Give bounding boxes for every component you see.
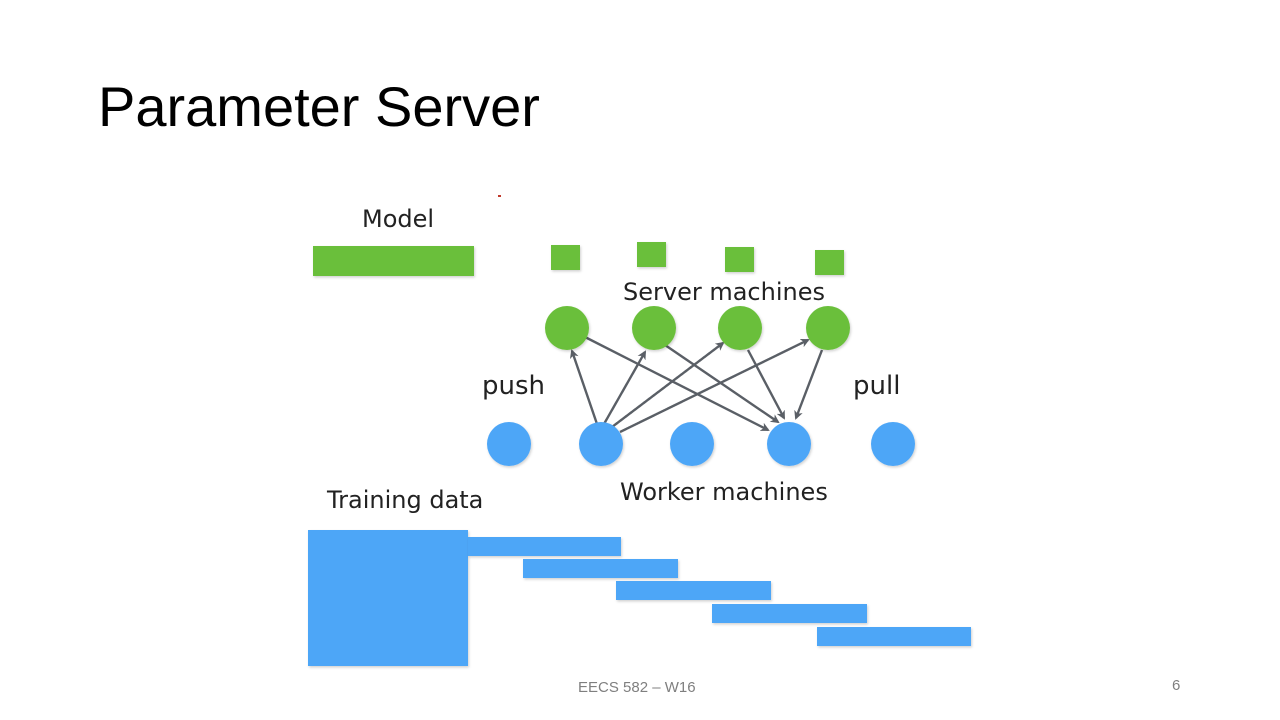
model-label: Model xyxy=(362,205,434,233)
server-node xyxy=(632,306,676,350)
training-data-shard xyxy=(817,627,971,646)
training-data-block xyxy=(308,530,468,666)
worker-node xyxy=(487,422,531,466)
worker-node xyxy=(871,422,915,466)
push-arrow xyxy=(611,341,725,428)
push-label: push xyxy=(482,371,545,401)
push-arrow xyxy=(570,349,599,425)
stray-mark xyxy=(498,195,501,197)
training-data-shard xyxy=(468,537,621,556)
worker-machines-label: Worker machines xyxy=(620,478,828,506)
training-data-shard xyxy=(712,604,867,623)
server-machines-label: Server machines xyxy=(623,278,825,306)
push-arrow xyxy=(602,350,647,425)
pull-arrow xyxy=(794,349,824,420)
pull-arrows xyxy=(582,334,824,432)
model-shard xyxy=(725,247,754,272)
training-data-label: Training data xyxy=(326,486,483,514)
slide-title: Parameter Server xyxy=(98,75,540,138)
model-shard xyxy=(815,250,844,275)
worker-node xyxy=(579,422,623,466)
worker-node xyxy=(767,422,811,466)
pull-arrow xyxy=(664,344,780,424)
pull-arrow xyxy=(582,334,770,432)
push-arrow xyxy=(619,338,810,434)
server-node xyxy=(718,306,762,350)
server-node xyxy=(545,306,589,350)
model-bar xyxy=(313,246,474,276)
training-data-shard xyxy=(523,559,678,578)
model-shard xyxy=(637,242,666,267)
footer-course: EECS 582 – W16 xyxy=(578,679,696,693)
page-number: 6 xyxy=(1172,677,1181,694)
push-arrows xyxy=(570,338,810,434)
pull-arrow xyxy=(746,349,786,420)
model-shard xyxy=(551,245,580,270)
training-data-shard xyxy=(616,581,771,600)
server-node xyxy=(806,306,850,350)
pull-label: pull xyxy=(853,371,900,401)
worker-node xyxy=(670,422,714,466)
